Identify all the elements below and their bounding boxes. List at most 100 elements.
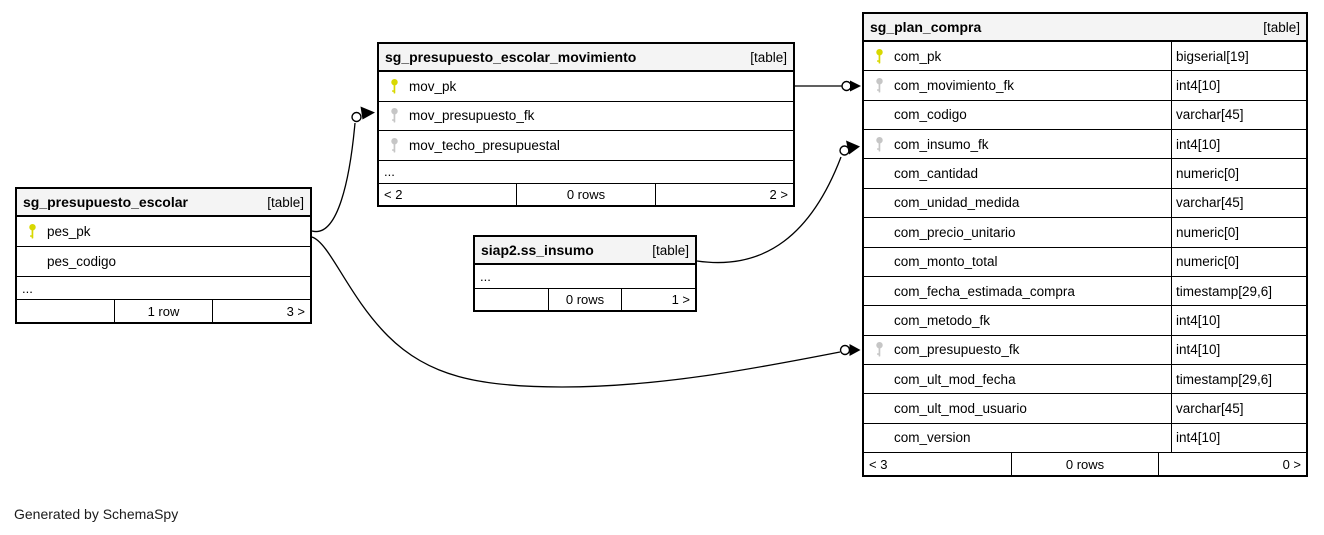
column-row-com-metodo-fk: com_metodo_fk int4[10] [864,306,1306,336]
column-name: com_movimiento_fk [894,78,1015,94]
column-type: timestamp[29,6] [1171,364,1306,394]
column-row-pes-codigo: pes_codigo [17,247,310,277]
column-row-com-pk: com_pk bigserial[19] [864,42,1306,72]
column-row-mov-techo-presupuestal: mov_techo_presupuestal [379,131,793,161]
column-type: varchar[45] [1171,100,1306,130]
column-type: numeric[0] [1171,247,1306,276]
table-node-siap2-ss-insumo[interactable]: siap2.ss_insumo [table] ... 0 rows 1 > [473,235,697,312]
relationship-edge-movpk-commovimientofk [795,80,861,92]
foreign-key-icon [874,341,885,358]
hidden-columns-ellipsis: ... [379,161,793,184]
column-row-com-insumo-fk: com_insumo_fk int4[10] [864,130,1306,160]
column-name: com_precio_unitario [894,224,1016,240]
table-title: siap2.ss_insumo [481,242,594,258]
related-count-right: 0 > [1282,456,1302,472]
hidden-columns-ellipsis: ... [475,265,695,289]
column-name: com_cantidad [894,166,979,182]
table-type-badge: [table] [267,194,304,210]
column-row-com-unidad-medida: com_unidad_medida varchar[45] [864,188,1306,219]
table-footer: 0 rows 1 > [475,289,695,310]
row-count: 0 rows [517,183,656,205]
column-name: mov_techo_presupuestal [409,137,560,153]
primary-key-icon [27,223,38,240]
key-icon-cell [379,137,409,154]
table-node-sg-presupuesto-escolar-movimiento[interactable]: sg_presupuesto_escolar_movimiento [table… [377,42,795,207]
table-title: sg_plan_compra [870,19,982,35]
column-type: int4[10] [1171,306,1306,335]
column-row-mov-presupuesto-fk: mov_presupuesto_fk [379,102,793,131]
table-node-sg-presupuesto-escolar[interactable]: sg_presupuesto_escolar [table] pes_pk pe… [15,187,312,324]
column-type: varchar[45] [1171,188,1306,218]
column-row-com-codigo: com_codigo varchar[45] [864,100,1306,131]
key-icon-cell [864,48,894,65]
relationship-edge-pespk-compresupuestofk [311,236,861,388]
column-name: com_codigo [894,107,967,123]
relationship-edge-pespk-movpresupuestofk [311,106,375,233]
column-row-com-fecha-estimada-compra: com_fecha_estimada_compra timestamp[29,6… [864,276,1306,307]
column-name: com_ult_mod_usuario [894,400,1027,416]
column-type: timestamp[29,6] [1171,276,1306,306]
column-row-com-ult-mod-usuario: com_ult_mod_usuario varchar[45] [864,394,1306,424]
column-name: pes_pk [47,224,91,239]
key-icon-cell [379,78,409,95]
column-row-pes-pk: pes_pk [17,217,310,247]
column-name: com_insumo_fk [894,136,989,152]
table-footer: < 2 0 rows 2 > [379,183,793,205]
generated-by-credit: Generated by SchemaSpy [14,506,179,522]
row-count: 0 rows [549,289,623,310]
column-name: com_fecha_estimada_compra [894,283,1075,299]
key-icon-cell [864,136,894,153]
column-row-com-cantidad: com_cantidad numeric[0] [864,159,1306,189]
table-footer: 1 row 3 > [17,300,310,322]
related-count-left: < 2 [379,183,518,205]
column-name: mov_presupuesto_fk [409,108,535,124]
column-row-com-ult-mod-fecha: com_ult_mod_fecha timestamp[29,6] [864,364,1306,395]
relationship-edge-ssinsumo-cominsumofk [696,140,860,264]
column-type: bigserial[19] [1171,42,1306,71]
column-name: pes_codigo [47,254,117,269]
related-count-left [17,300,115,322]
foreign-key-icon [874,77,885,94]
table-title: sg_presupuesto_escolar [23,194,188,210]
column-name: com_pk [894,48,942,64]
table-header: sg_presupuesto_escolar_movimiento [table… [379,44,793,72]
column-name: com_unidad_medida [894,195,1020,211]
table-node-sg-plan-compra[interactable]: sg_plan_compra [table] com_pk bigserial[… [862,12,1308,477]
row-count: 1 row [115,300,213,322]
table-header: siap2.ss_insumo [table] [475,237,695,265]
table-type-badge: [table] [1263,19,1300,35]
row-count: 0 rows [1012,453,1160,475]
primary-key-icon [389,78,400,95]
table-header: sg_plan_compra [table] [864,14,1306,42]
column-row-com-movimiento-fk: com_movimiento_fk int4[10] [864,71,1306,101]
column-name: com_metodo_fk [894,312,991,328]
column-type: int4[10] [1171,130,1306,159]
column-name: com_monto_total [894,254,998,270]
table-type-badge: [table] [652,242,689,258]
column-row-com-monto-total: com_monto_total numeric[0] [864,247,1306,277]
hidden-columns-ellipsis: ... [17,277,310,300]
related-count-right: 2 > [769,186,788,202]
column-type: int4[10] [1171,423,1306,453]
column-row-com-presupuesto-fk: com_presupuesto_fk int4[10] [864,335,1306,365]
foreign-key-icon [389,137,400,154]
key-icon-cell [864,77,894,94]
table-footer: < 3 0 rows 0 > [864,453,1306,475]
key-icon-cell [864,341,894,358]
primary-key-icon [874,48,885,65]
column-name: com_ult_mod_fecha [894,371,1016,387]
column-type: numeric[0] [1171,159,1306,188]
related-count-right: 1 > [671,292,691,307]
column-type: varchar[45] [1171,394,1306,423]
related-count-left [475,289,549,310]
related-count-right: 3 > [286,303,305,319]
key-icon-cell [379,107,409,124]
column-type: numeric[0] [1171,218,1306,247]
table-type-badge: [table] [750,49,787,65]
key-icon-cell [17,223,47,240]
table-header: sg_presupuesto_escolar [table] [17,189,310,217]
column-name: com_presupuesto_fk [894,342,1020,358]
column-name: com_version [894,430,971,446]
